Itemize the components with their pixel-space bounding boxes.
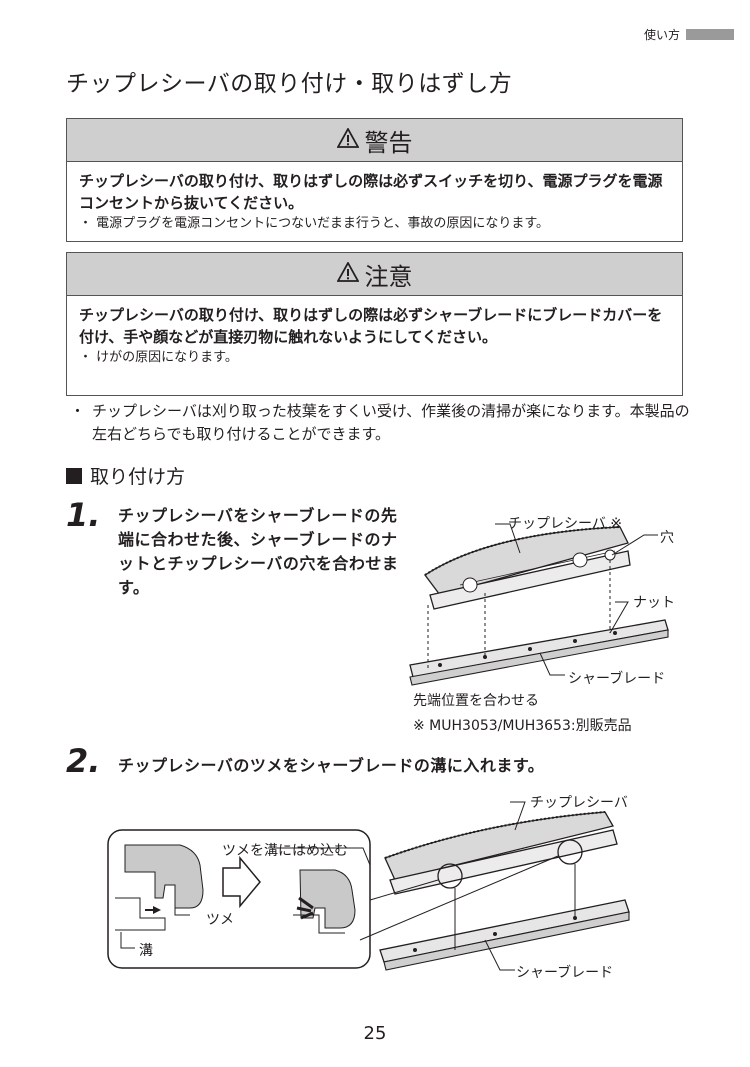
caution-heading: 注意 <box>364 262 413 291</box>
caution-body: チップレシーバの取り付け、取りはずしの際は必ずシャーブレードにブレードカバーを付… <box>79 306 663 346</box>
section-title: 取り付け方 <box>90 466 186 488</box>
caution-triangle-icon <box>335 260 360 288</box>
step1-receiver-label: チップレシーバ ※ <box>508 516 623 532</box>
step1-text: チップレシーバをシャーブレードの先端に合わせた後、シャーブレードのナットとチップ… <box>118 506 399 597</box>
section-heading: 取り付け方 <box>66 462 185 489</box>
warning-body: チップレシーバの取り付け、取りはずしの際は必ずスイッチを切り、電源プラグを電源コ… <box>79 172 663 212</box>
warning-heading: 警告 <box>364 128 413 157</box>
step2-insert-label: ツメを溝にはめ込む <box>222 843 348 859</box>
step2-illustration <box>107 801 630 971</box>
page-number: 25 <box>363 1023 387 1044</box>
square-icon <box>66 467 82 484</box>
step1-nut-label: ナット <box>633 595 675 611</box>
header-section-label: 使い方 <box>643 28 680 42</box>
intro-bullet: ・ <box>70 402 86 420</box>
header-bar <box>686 29 734 40</box>
step2-number: 2. <box>66 742 101 780</box>
caution-box: 注意 チップレシーバの取り付け、取りはずしの際は必ずシャーブレードにブレードカバ… <box>66 252 683 396</box>
intro-text: チップレシーバは刈り取った枝葉をすくい受け、作業後の清掃が楽になります。本製品の… <box>92 402 690 443</box>
step1-illustration <box>409 523 669 686</box>
intro-paragraph: ・ チップレシーバは刈り取った枝葉をすくい受け、作業後の清掃が楽になります。本製… <box>70 400 690 446</box>
step2-receiver-label: チップレシーバ <box>530 795 628 811</box>
page-title: チップレシーバの取り付け・取りはずし方 <box>66 71 513 97</box>
warning-box: 警告 チップレシーバの取り付け、取りはずしの際は必ずスイッチを切り、電源プラグを… <box>66 118 683 242</box>
page-header: 使い方 <box>644 26 734 43</box>
step1-blade-label: シャーブレード <box>568 671 666 687</box>
step1-footnote: ※ MUH3053/MUH3653:別販売品 <box>413 718 632 734</box>
step2-groove-label: 溝 <box>139 943 153 959</box>
warning-triangle-icon <box>335 126 360 154</box>
caution-header: 注意 <box>67 253 682 296</box>
warning-note: ・ 電源プラグを電源コンセントにつないだまま行うと、事故の原因になります。 <box>79 216 550 231</box>
step1-align-label: 先端位置を合わせる <box>413 693 539 709</box>
warning-header: 警告 <box>67 119 682 162</box>
caution-note: ・ けがの原因になります。 <box>79 350 238 365</box>
step2-claw-label: ツメ <box>206 912 234 928</box>
step2-blade-label: シャーブレード <box>516 965 614 981</box>
step1-number: 1. <box>66 496 101 534</box>
step2-text: チップレシーバのツメをシャーブレードの溝に入れます。 <box>118 756 545 775</box>
step1-hole-label: 穴 <box>660 530 674 546</box>
